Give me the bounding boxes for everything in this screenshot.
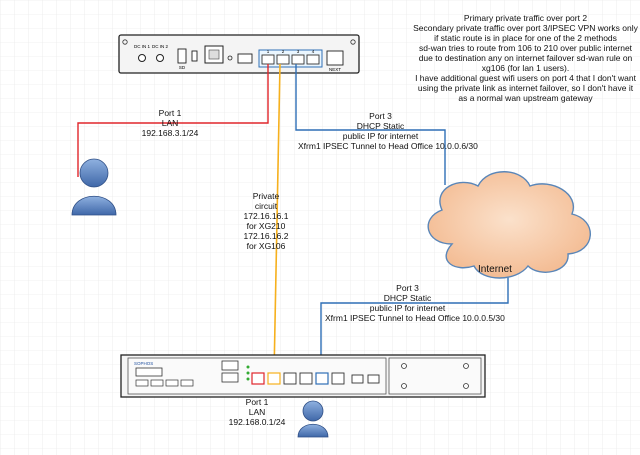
- sfp-port: [237, 53, 253, 64]
- blue-wan-line-bottom: [320, 275, 509, 378]
- bottom-sfp-1: [351, 374, 364, 384]
- port3-bottom-mode: DHCP Static: [383, 293, 432, 303]
- port-num-4: 4: [312, 49, 315, 54]
- private-circuit-for2: for XG106: [246, 241, 286, 251]
- port-num-1: 1: [267, 49, 270, 54]
- port-num-3: 3: [297, 49, 300, 54]
- brand-label: SOPHOS: [134, 361, 153, 366]
- private-circuit-line2: circuit: [254, 201, 278, 211]
- port3-bottom-desc: public IP for internet: [369, 303, 446, 313]
- private-circuit-for1: for XG210: [246, 221, 286, 231]
- top-port-3: [291, 54, 305, 65]
- user-person-icon-top: [71, 158, 117, 216]
- port3-top-mode: DHCP Static: [356, 121, 405, 131]
- bottom-port-4: [299, 372, 313, 385]
- lcd-display: [135, 367, 163, 377]
- port3-bottom-label: Port 3 DHCP Static public IP for interne…: [325, 283, 505, 323]
- top-port-4: [306, 54, 320, 65]
- bottom-port-5: [315, 372, 329, 385]
- switch-ports-block: [258, 49, 323, 68]
- port1-bottom-ip: 192.168.0.1/24: [228, 417, 286, 427]
- port1-bottom-label: Port 1 LAN 192.168.0.1/24: [222, 397, 292, 427]
- top-port-2: [276, 54, 290, 65]
- bottom-sfp-2: [367, 374, 380, 384]
- dc-in-2-connector: [156, 54, 164, 62]
- port3-top-desc: public IP for internet: [342, 131, 419, 141]
- port1-bottom-role: LAN: [248, 407, 266, 417]
- red-lan-line-top: [77, 64, 269, 177]
- top-port-1: [261, 54, 275, 65]
- bottom-port-1: [251, 372, 265, 385]
- usb-port: [191, 50, 198, 62]
- top-port-5: [326, 50, 344, 66]
- port1-bottom-title: Port 1: [245, 397, 269, 407]
- top-firewall-device: DC IN 1 DC IN 2 SD 1 2 3 4 NEXT: [118, 34, 360, 74]
- bottom-port-2: [267, 372, 281, 385]
- note-line-3: sd-wan tries to route from 106 to 210 ov…: [418, 43, 633, 73]
- private-circuit-line1: Private: [252, 191, 280, 201]
- private-circuit-ip1: 172.16.16.1: [243, 211, 289, 221]
- private-circuit-ip2: 172.16.16.2: [243, 231, 289, 241]
- port3-bottom-title: Port 3: [396, 283, 419, 293]
- port1-top-ip: 192.168.3.1/24: [141, 128, 199, 138]
- port-num-2: 2: [282, 49, 285, 54]
- port1-top-title: Port 1: [158, 108, 182, 118]
- note-line-2: Secondary private traffic over port 3/IP…: [413, 23, 638, 43]
- bottom-port-6: [331, 372, 345, 385]
- dc-in-1-connector: [138, 54, 146, 62]
- internet-cloud: [427, 171, 591, 279]
- sd-slot: [177, 48, 187, 64]
- port1-top-role: LAN: [161, 118, 179, 128]
- private-circuit-line: [273, 63, 281, 376]
- port3-bottom-tunnel: Xfrm1 IPSEC Tunnel to Head Office 10.0.0…: [325, 313, 505, 323]
- dc-in-1-label: DC IN 1: [134, 44, 151, 49]
- user-person-icon-bottom: [297, 400, 329, 438]
- next-label: NEXT: [329, 67, 341, 72]
- port3-top-tunnel: Xfrm1 IPSEC Tunnel to Head Office 10.0.0…: [298, 141, 478, 151]
- port3-top-title: Port 3: [369, 111, 392, 121]
- port1-top-label: Port 1 LAN 192.168.3.1/24: [135, 108, 205, 138]
- note-line-1: Primary private traffic over port 2: [463, 13, 588, 23]
- port3-top-label: Port 3 DHCP Static public IP for interne…: [298, 111, 478, 151]
- internet-label: Internet: [478, 264, 512, 275]
- bottom-firewall-device: SOPHOS: [120, 354, 486, 398]
- bottom-port-3: [283, 372, 297, 385]
- notes-text-block: Primary private traffic over port 2 Seco…: [413, 13, 638, 103]
- dc-in-2-label: DC IN 2: [152, 44, 169, 49]
- private-circuit-label: Private circuit 172.16.16.1 for XG210 17…: [236, 191, 296, 251]
- note-line-4: I have additional guest wifi users on po…: [415, 73, 636, 103]
- blue-wan-line-top: [295, 64, 446, 185]
- sd-label: SD: [179, 65, 186, 70]
